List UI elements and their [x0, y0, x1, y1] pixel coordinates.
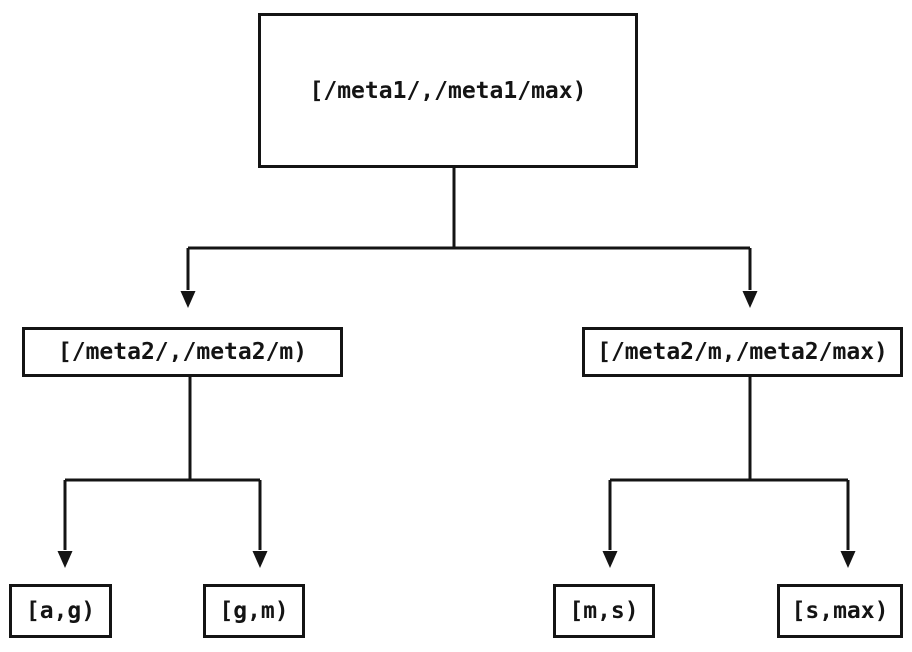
arrowhead-down-icon: [742, 291, 758, 308]
arrowhead-down-icon: [602, 551, 618, 568]
edge-right-lines: [608, 377, 850, 550]
tree-node-leaf-ag: [a,g): [9, 584, 112, 638]
arrowhead-down-icon: [57, 551, 73, 568]
edge-left-to-leaves: [57, 377, 268, 568]
arrowhead-down-icon: [252, 551, 268, 568]
edge-root-to-level2: [180, 168, 758, 308]
tree-node-meta2-left: [/meta2/,/meta2/m): [22, 327, 343, 377]
tree-node-meta2-right: [/meta2/m,/meta2/max): [582, 327, 903, 377]
tree-node-leaf-gm: [g,m): [203, 584, 305, 638]
tree-node-leaf-smax: [s,max): [777, 584, 903, 638]
tree-node-root: [/meta1/,/meta1/max): [258, 13, 638, 168]
edge-root-lines: [186, 168, 752, 290]
tree-node-leaf-ms: [m,s): [553, 584, 655, 638]
edge-left-lines: [63, 377, 262, 550]
arrowhead-down-icon: [840, 551, 856, 568]
edge-right-to-leaves: [602, 377, 856, 568]
arrowhead-down-icon: [180, 291, 196, 308]
